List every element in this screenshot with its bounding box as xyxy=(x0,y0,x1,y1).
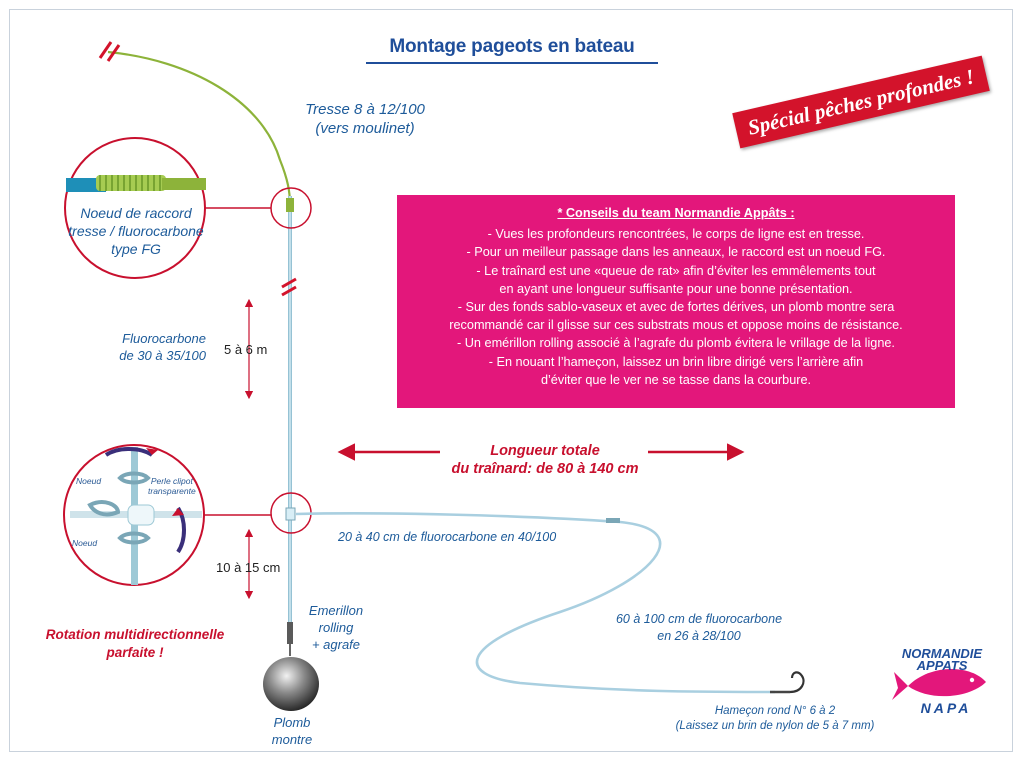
tip-line: - Sur des fonds sablo-vaseux et avec de … xyxy=(457,300,895,315)
hook xyxy=(770,671,805,694)
length-lower-label: 10 à 15 cm xyxy=(216,560,281,575)
tips-box: * Conseils du team Normandie Appâts : - … xyxy=(397,195,955,408)
watch-sinker xyxy=(263,657,319,711)
tip-line: d’éviter que le ver ne se tasse dans la … xyxy=(540,372,812,387)
knot-detail xyxy=(64,137,206,279)
hook-label: Hameçon rond N° 6 à 2 (Laissez un brin d… xyxy=(675,705,875,732)
total-length-label: Longueur totale du traînard: de 80 à 140… xyxy=(451,443,639,477)
detail-knot-lower-label: Noeud xyxy=(72,538,98,548)
length-upper-label: 5 à 6 m xyxy=(224,342,268,357)
tip-line: - Le traînard est une «queue de rat» afi… xyxy=(476,263,876,278)
detail-bead-label: Perle clipot transparente xyxy=(148,476,196,496)
brand-logo-text: NORMANDIE APPATS xyxy=(901,646,983,673)
main-fluoro-line xyxy=(288,196,292,624)
tip-line: - Vues les profondeurs rencontrées, le c… xyxy=(487,227,865,242)
braid-line xyxy=(107,50,292,206)
tips-heading: * Conseils du team Normandie Appâts : xyxy=(557,206,795,220)
leader-short-label: 20 à 40 cm de fluorocarbone en 40/100 xyxy=(338,530,557,544)
detail-knot-upper-label: Noeud xyxy=(76,476,102,486)
trailer-line xyxy=(295,512,776,694)
braid-label: Tresse 8 à 12/100 (vers moulinet) xyxy=(305,101,425,137)
tip-line: en ayant une longueur suffisante pour un… xyxy=(499,281,853,296)
fg-knot-marker xyxy=(286,198,294,212)
tip-line: - En nouant l’hameçon, laissez un brin l… xyxy=(488,354,864,369)
tip-line: - Pour un meilleur passage dans les anne… xyxy=(466,245,886,260)
brand-logo-napa: NAPA xyxy=(920,700,972,716)
logo-fish xyxy=(892,668,986,700)
rotation-label: Rotation multidirectionnelle parfaite ! xyxy=(45,627,225,660)
braid-cut-mark xyxy=(98,41,121,62)
tip-line: - Un emérillon rolling associé à l’agraf… xyxy=(457,336,895,351)
title-underline xyxy=(366,62,658,64)
tip-line: recommandé car il glisse sur ces substra… xyxy=(449,318,903,333)
swivel-label: Emerillon rolling + agrafe xyxy=(308,603,364,652)
page-title: Montage pageots en bateau xyxy=(389,36,635,57)
trailer-splice xyxy=(606,518,620,523)
sinker-label: Plomb montre xyxy=(271,715,313,747)
fluoro-main-label: Fluorocarbone de 30 à 35/100 xyxy=(119,331,206,363)
leader-long-label: 60 à 100 cm de fluorocarbone en 26 à 28/… xyxy=(615,612,783,643)
knot-label: Noeud de raccord tresse / fluorocarbone … xyxy=(68,205,204,257)
rotation-detail xyxy=(63,444,205,586)
swivel-rolling xyxy=(285,507,296,656)
fluoro-cut-mark xyxy=(281,277,297,297)
